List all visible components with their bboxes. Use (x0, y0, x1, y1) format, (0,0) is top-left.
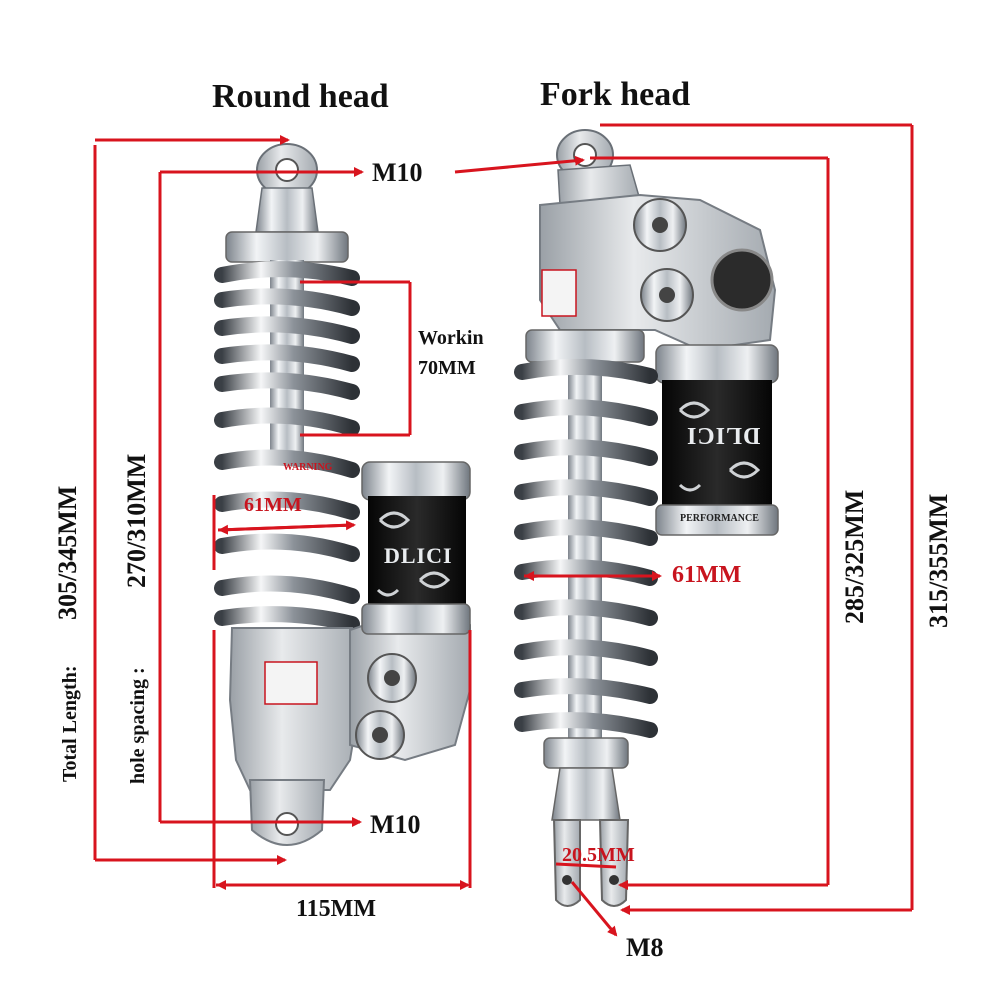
reservoir-text: PERFORMANCE (680, 513, 759, 524)
fork-gap-label: 20.5MM (562, 844, 635, 866)
fork-bolt-label: M8 (626, 933, 664, 962)
fork-hole-spacing-value: 285/325MM (840, 489, 869, 624)
fork-total-length-value: 315/355MM (924, 493, 953, 628)
total-length-label: Total Length: (59, 665, 81, 782)
fork-brand-logo: DLICI (686, 422, 761, 448)
warning-tag: WARNING (283, 462, 333, 473)
hole-spacing-label: hole spacing : (127, 667, 149, 784)
total-length-value: 305/345MM (53, 485, 82, 620)
round-head-shock (214, 143, 471, 846)
hole-spacing-value: 270/310MM (122, 453, 151, 588)
round-brand-logo: DLICI (384, 543, 453, 568)
top-thread-label: M10 (372, 158, 423, 187)
round-head-title: Round head (212, 78, 389, 115)
reservoir-width-label: 115MM (296, 896, 376, 922)
dimension-lines (93, 123, 914, 937)
fork-spring-diameter: 61MM (672, 562, 742, 588)
round-spring-diameter: 61MM (244, 494, 302, 516)
bottom-thread-label: M10 (370, 810, 421, 839)
working-value: 70MM (418, 357, 476, 379)
fork-head-title: Fork head (540, 76, 691, 113)
fork-head-shock (514, 129, 779, 907)
working-label: Workin (418, 327, 484, 349)
